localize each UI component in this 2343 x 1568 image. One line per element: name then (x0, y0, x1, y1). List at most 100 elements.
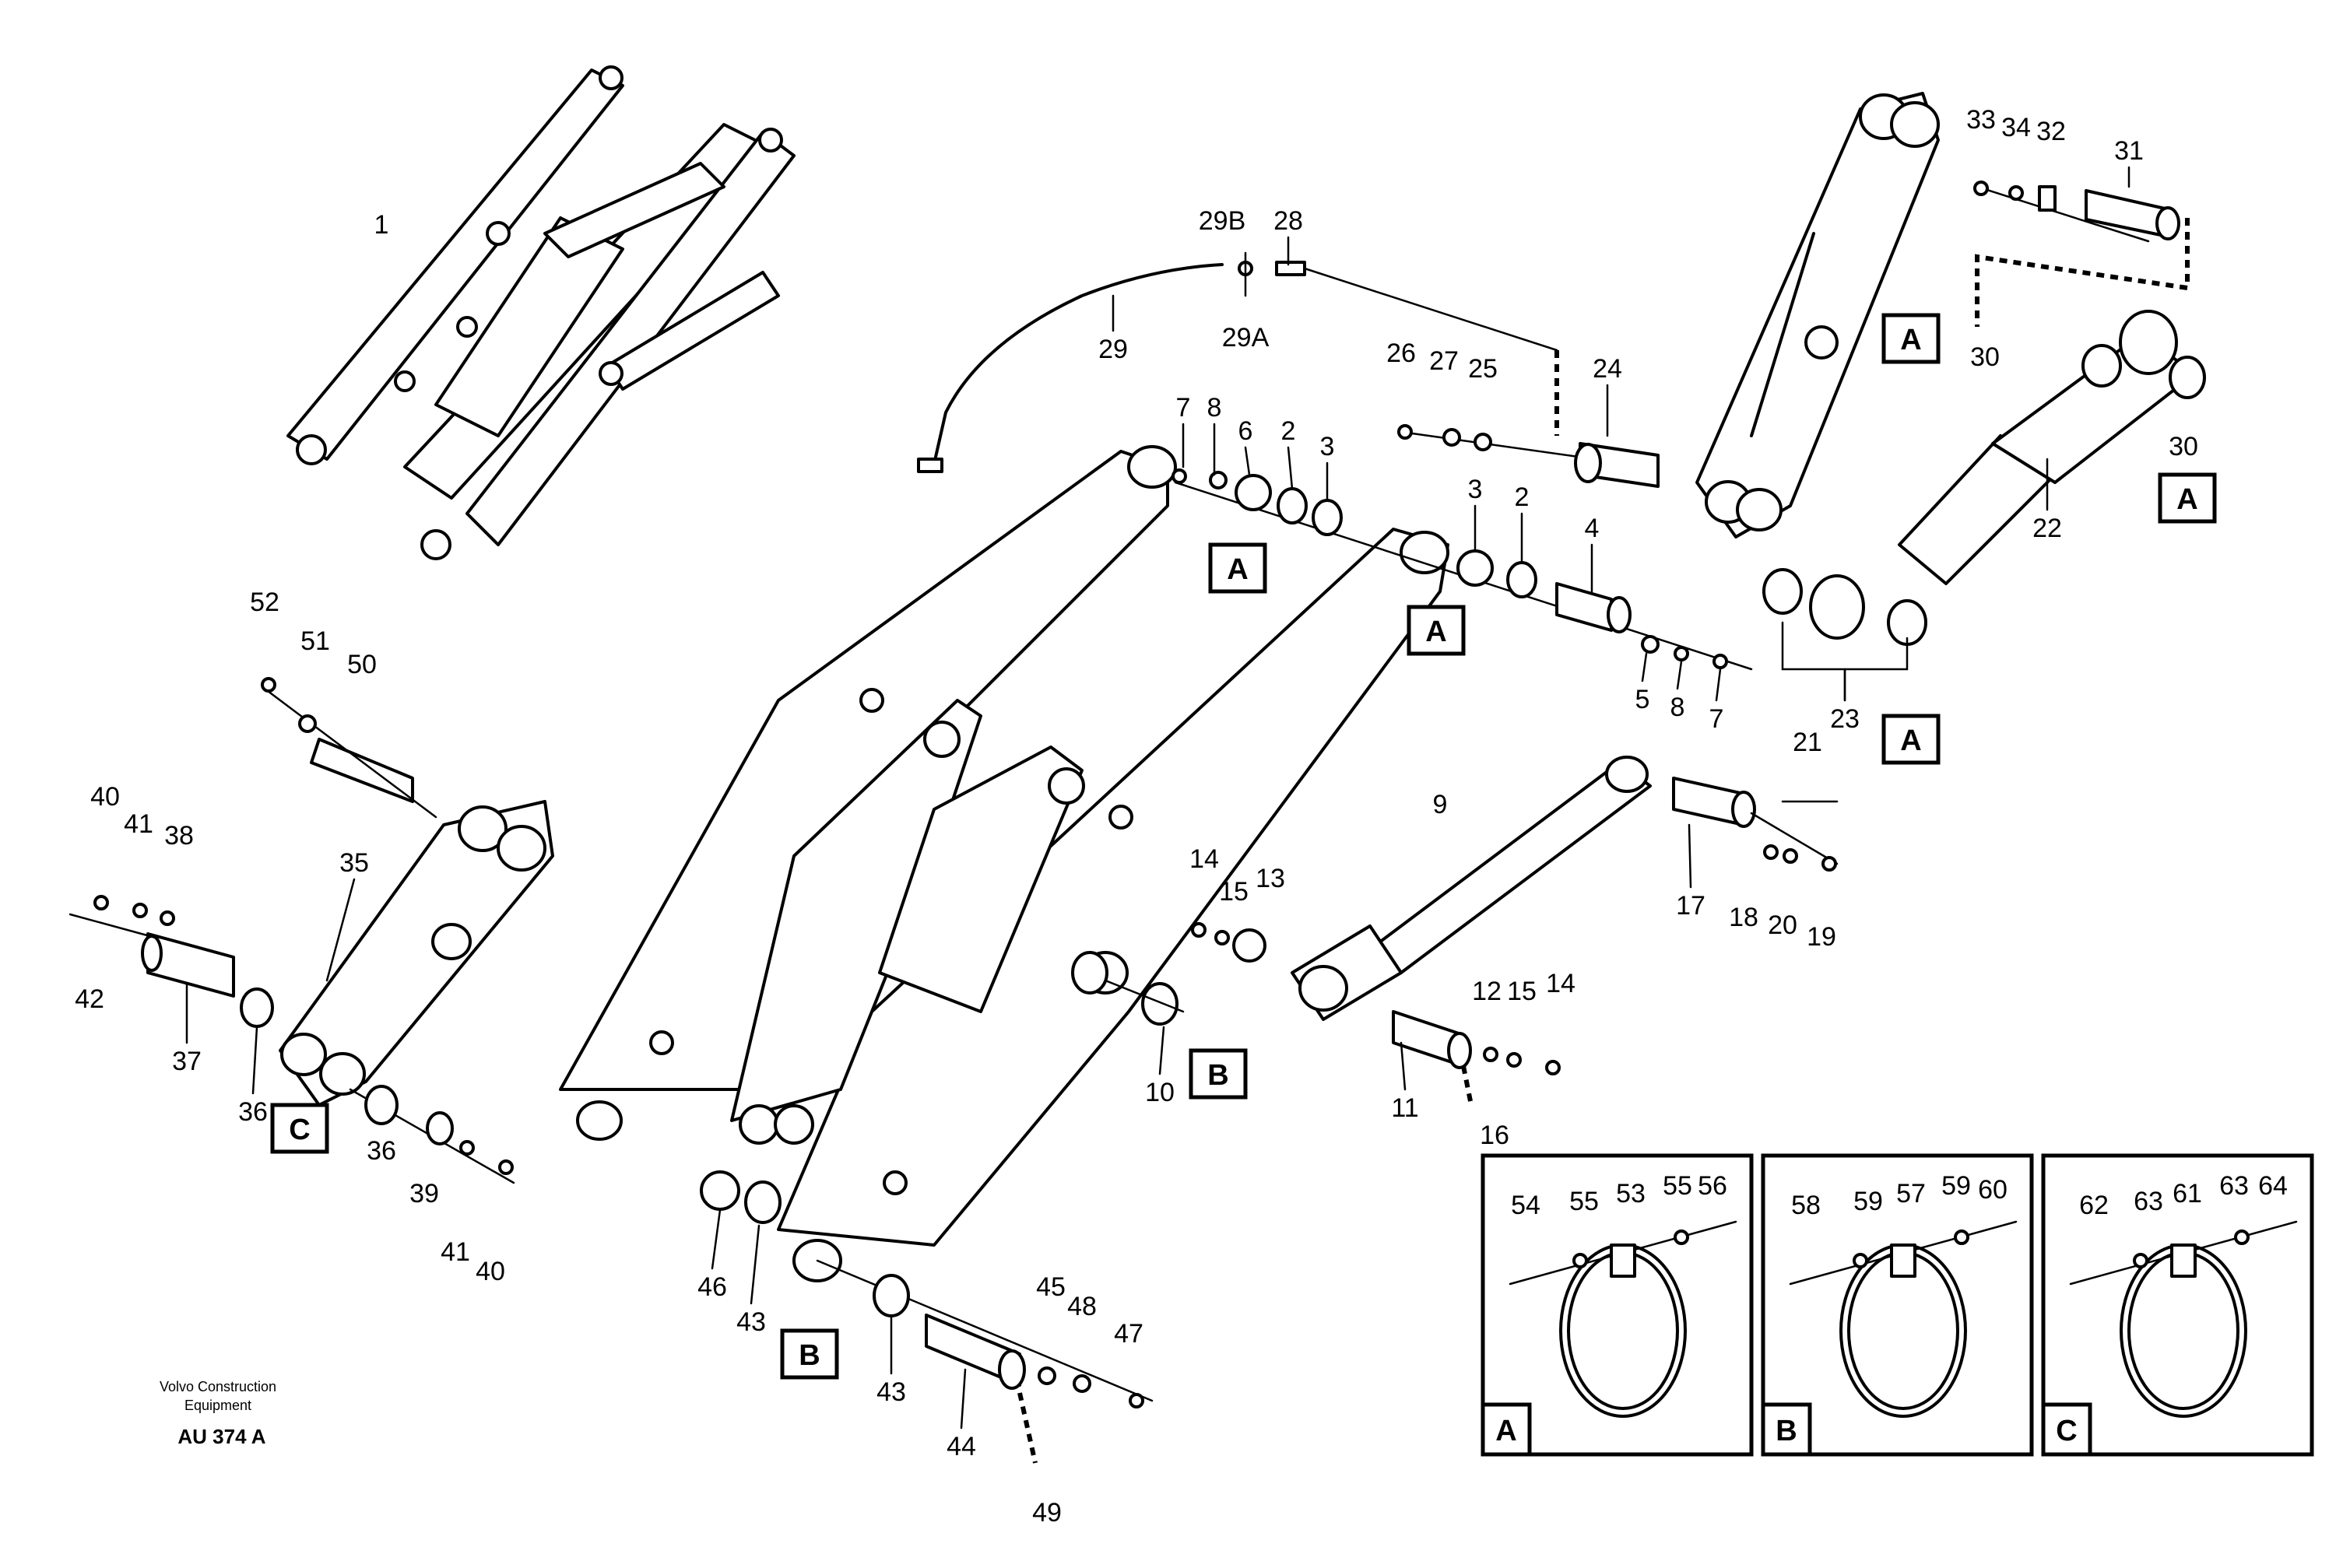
callout-43-right: 43 (876, 1377, 906, 1407)
tilt-cylinder (1762, 310, 2206, 702)
callout-45: 45 (1036, 1272, 1066, 1302)
callout-63-b: 63 (2219, 1171, 2249, 1201)
callout-41-bottom: 41 (441, 1237, 470, 1267)
inset-label-c: C (2056, 1415, 2077, 1447)
callout-21: 21 (1793, 728, 1822, 757)
callout-2-mid: 2 (1515, 482, 1530, 512)
callout-1: 1 (374, 210, 389, 240)
callout-34: 34 (2001, 113, 2031, 142)
callout-8-mid: 8 (1670, 693, 1685, 722)
lift-arm-assembly (286, 65, 796, 560)
callout-15-right: 15 (1507, 977, 1537, 1006)
callout-26: 26 (1386, 339, 1416, 368)
callout-13: 13 (1256, 864, 1285, 893)
callout-25: 25 (1468, 354, 1498, 384)
callout-15-left: 15 (1219, 877, 1249, 907)
inset-label-a: A (1495, 1415, 1516, 1447)
callout-6: 6 (1238, 416, 1253, 446)
callout-32: 32 (2036, 117, 2066, 146)
callout-30-right: 30 (2169, 432, 2198, 461)
callout-28: 28 (1273, 206, 1303, 236)
callout-37: 37 (172, 1047, 202, 1076)
callout-62: 62 (2079, 1191, 2109, 1220)
callout-33: 33 (1966, 105, 1996, 135)
callout-23: 23 (1830, 704, 1860, 734)
callout-44: 44 (947, 1432, 976, 1461)
box-a-2: A (1425, 616, 1446, 648)
callout-54: 54 (1511, 1191, 1540, 1220)
callout-50: 50 (347, 650, 377, 679)
callout-24: 24 (1593, 354, 1622, 384)
callout-60: 60 (1978, 1175, 2008, 1205)
callout-11: 11 (1391, 1093, 1418, 1123)
main-boom (559, 445, 1449, 1282)
box-a-3: A (1900, 324, 1921, 356)
callout-61: 61 (2173, 1179, 2202, 1208)
left-link (68, 677, 554, 1184)
callout-17: 17 (1676, 891, 1705, 921)
inset-panel-b (1761, 1153, 2034, 1457)
callout-59-a: 59 (1853, 1187, 1883, 1216)
box-a-1: A (1227, 553, 1248, 586)
callout-3-top: 3 (1320, 432, 1335, 461)
callout-40-top: 40 (90, 782, 120, 812)
callout-46: 46 (697, 1272, 727, 1302)
callout-18: 18 (1729, 903, 1758, 932)
lift-cylinder (1191, 756, 1839, 1106)
callout-3-mid: 3 (1468, 475, 1483, 504)
callout-57: 57 (1896, 1179, 1926, 1208)
reference-boxes: A A A A A B B C A B C (270, 313, 2217, 1457)
callout-29: 29 (1098, 335, 1128, 364)
bucket-link (1695, 92, 1940, 538)
callout-22: 22 (2032, 514, 2062, 543)
callout-29b: 29B (1199, 206, 1246, 236)
leader-lines (185, 166, 2130, 1429)
spacer-10 (1071, 951, 1185, 1026)
callout-7-mid: 7 (1709, 704, 1724, 734)
callout-19: 19 (1807, 922, 1836, 952)
callout-4: 4 (1585, 514, 1600, 543)
box-c-1: C (289, 1114, 310, 1146)
callout-64: 64 (2258, 1171, 2288, 1201)
callout-63-a: 63 (2134, 1187, 2163, 1216)
callout-56: 56 (1698, 1171, 1727, 1201)
box-a-5: A (1900, 724, 1921, 757)
callout-14-left: 14 (1189, 844, 1219, 874)
inset-label-b: B (1776, 1415, 1797, 1447)
callout-55-b: 55 (1663, 1171, 1692, 1201)
upper-pin-stack (1172, 468, 1753, 671)
pin-24-group (1397, 424, 1660, 488)
callout-8-top: 8 (1207, 393, 1222, 423)
box-b-1: B (1207, 1059, 1228, 1092)
callout-14-right: 14 (1546, 969, 1575, 998)
part-callouts: 1 2 2 3 3 4 5 6 7 7 8 8 9 10 11 12 13 14… (75, 105, 2288, 1528)
callout-36-bottom: 36 (367, 1136, 396, 1166)
lower-pin-stack (700, 1170, 1154, 1464)
callout-38: 38 (164, 821, 194, 851)
callout-53: 53 (1616, 1179, 1646, 1208)
callout-20: 20 (1768, 910, 1797, 940)
box-b-2: B (799, 1339, 820, 1372)
callout-52: 52 (250, 588, 279, 617)
callout-51: 51 (300, 626, 330, 656)
callout-30-left: 30 (1970, 342, 2000, 372)
callout-43-left: 43 (736, 1307, 766, 1337)
credit-block: Volvo Construction Equipment AU 374 A (160, 1379, 276, 1448)
callout-47: 47 (1114, 1319, 1143, 1349)
callout-59-b: 59 (1941, 1171, 1971, 1201)
callout-58: 58 (1791, 1191, 1821, 1220)
box-a-4: A (2176, 483, 2197, 516)
grease-line (917, 261, 1559, 473)
credit-line-2: Equipment (184, 1398, 251, 1413)
callout-35: 35 (339, 848, 369, 878)
callout-39: 39 (409, 1179, 439, 1208)
drawing-code: AU 374 A (177, 1425, 265, 1448)
callout-29a: 29A (1222, 323, 1270, 353)
callout-2-top: 2 (1281, 416, 1296, 446)
callout-7-top: 7 (1176, 393, 1191, 423)
credit-line-1: Volvo Construction (160, 1379, 276, 1394)
callout-16: 16 (1480, 1121, 1509, 1150)
callout-41-top: 41 (124, 809, 153, 839)
